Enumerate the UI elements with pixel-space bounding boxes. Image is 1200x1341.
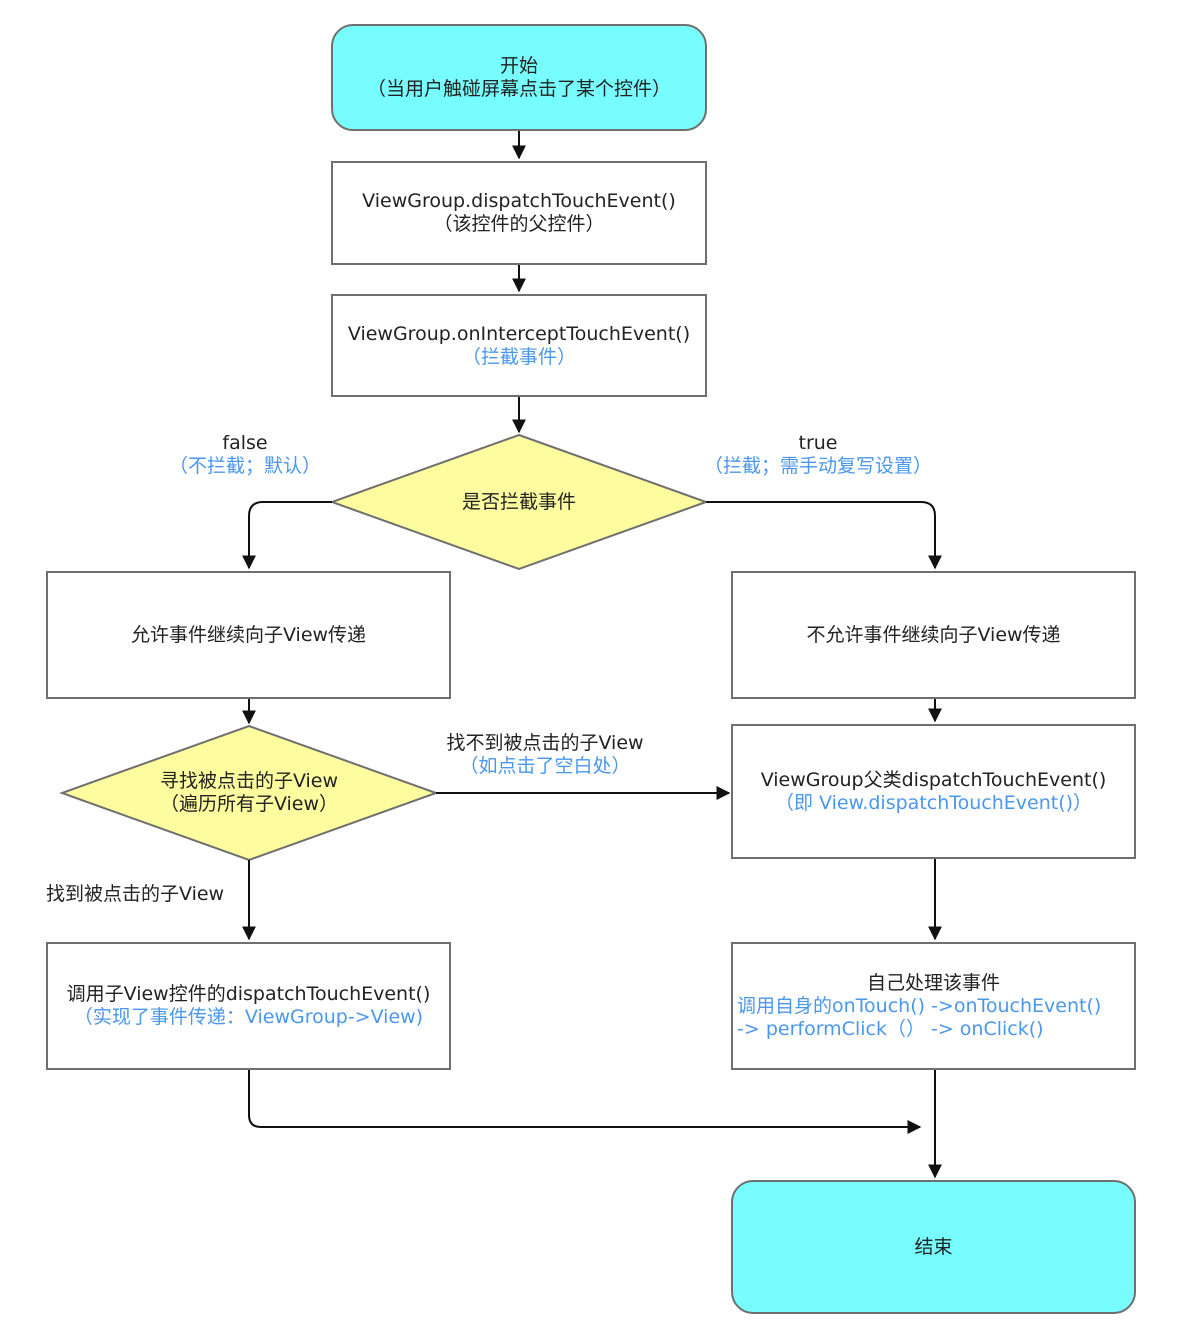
viewgroup-dispatch-subtitle: （该控件的父控件） — [433, 213, 605, 235]
parent-dispatch-title: ViewGroup父类dispatchTouchEvent() — [760, 768, 1107, 791]
false-branch-label: false （不拦截；默认） — [160, 432, 330, 478]
end-node: 结束 — [731, 1180, 1136, 1314]
not-found-label: 找不到被点击的子View — [446, 732, 644, 754]
viewgroup-dispatch-node: ViewGroup.dispatchTouchEvent() （该控件的父控件） — [331, 161, 707, 265]
allow-pass-label: 允许事件继续向子View传递 — [130, 623, 367, 646]
start-subtitle: （当用户触碰屏幕点击了某个控件） — [366, 77, 671, 100]
not-found-note: （如点击了空白处） — [459, 755, 631, 777]
self-handle-note-2: -> performClick（） -> onClick() — [737, 1017, 1044, 1040]
decision-intercept-text: 是否拦截事件 — [332, 435, 706, 569]
child-dispatch-node: 调用子View控件的dispatchTouchEvent() （实现了事件传递：… — [46, 942, 451, 1070]
deny-pass-node: 不允许事件继续向子View传递 — [731, 571, 1136, 699]
true-label: true — [798, 432, 838, 454]
self-handle-note-1: 调用自身的onTouch() ->onTouchEvent() — [737, 994, 1102, 1017]
child-dispatch-note: （实现了事件传递：ViewGroup->View) — [73, 1006, 424, 1028]
parent-dispatch-note: （即 View.dispatchTouchEvent()） — [774, 791, 1093, 814]
start-title: 开始 — [499, 54, 538, 77]
deny-pass-label: 不允许事件继续向子View传递 — [806, 623, 1061, 646]
intercept-node: ViewGroup.onInterceptTouchEvent() （拦截事件） — [331, 294, 707, 397]
found-edge-label: 找到被点击的子View — [46, 883, 224, 906]
self-handle-notes: 调用自身的onTouch() ->onTouchEvent() -> perfo… — [733, 995, 1134, 1041]
self-handle-node: 自己处理该事件 调用自身的onTouch() ->onTouchEvent() … — [731, 942, 1136, 1070]
child-dispatch-title: 调用子View控件的dispatchTouchEvent() — [66, 983, 431, 1005]
false-note: （不拦截；默认） — [168, 455, 321, 477]
true-branch-label: true （拦截；需手动复写设置） — [700, 432, 936, 478]
false-label: false — [222, 432, 268, 454]
parent-dispatch-node: ViewGroup父类dispatchTouchEvent() （即 View.… — [731, 724, 1136, 859]
true-note: （拦截；需手动复写设置） — [703, 455, 932, 477]
edge-false-branch — [242, 501, 332, 570]
allow-pass-node: 允许事件继续向子View传递 — [46, 571, 451, 699]
decision-intercept-label: 是否拦截事件 — [461, 490, 576, 513]
intercept-note: （拦截事件） — [461, 345, 576, 368]
self-handle-title: 自己处理该事件 — [866, 971, 1000, 994]
decision-intercept-diamond — [329, 433, 709, 571]
edge-true-branch — [706, 501, 942, 570]
edge-child-dispatch-to-end — [248, 1070, 922, 1134]
decision-find-subtitle: （遍历所有子View） — [159, 793, 339, 815]
found-label: 找到被点击的子View — [46, 883, 225, 905]
intercept-title: ViewGroup.onInterceptTouchEvent() — [347, 322, 691, 345]
decision-find-text: 寻找被点击的子View （遍历所有子View） — [62, 726, 436, 860]
viewgroup-dispatch-title: ViewGroup.dispatchTouchEvent() — [362, 190, 676, 212]
start-node: 开始 （当用户触碰屏幕点击了某个控件） — [331, 24, 707, 131]
end-label: 结束 — [914, 1235, 953, 1258]
decision-find-title: 寻找被点击的子View — [159, 770, 339, 792]
not-found-edge-label: 找不到被点击的子View （如点击了空白处） — [430, 732, 660, 778]
